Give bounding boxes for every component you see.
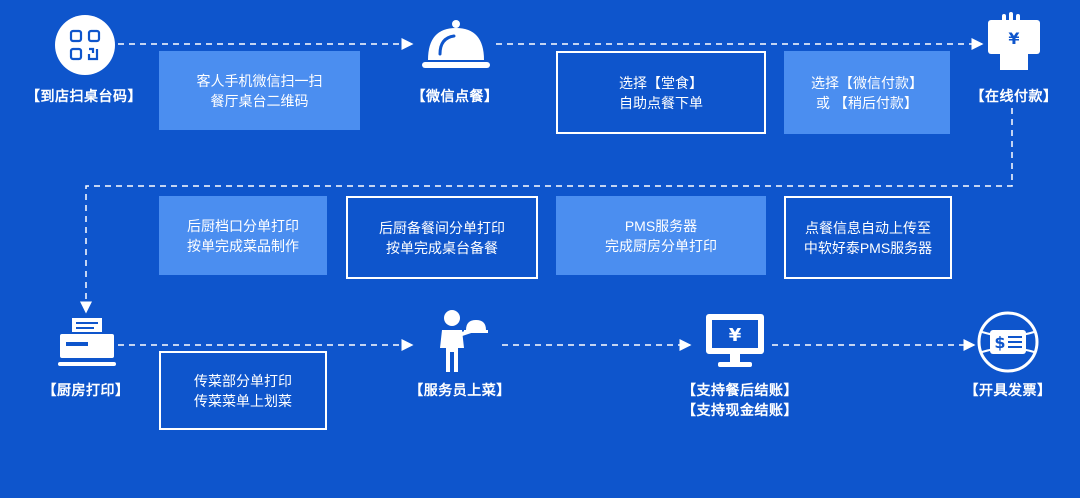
box-pass-print: 传菜部分单打印 传菜菜单上划菜 <box>159 351 327 430</box>
box-kitchen-prep: 后厨备餐间分单打印 按单完成桌台备餐 <box>346 196 538 279</box>
box-choose-dinein-line1: 选择【堂食】 <box>619 74 703 91</box>
box-pms-upload-line2: 中软好泰PMS服务器 <box>803 239 933 256</box>
box-scan-desc-line1: 客人手机微信扫一扫 <box>196 72 323 89</box>
node-label-serve: 【服务员上菜】 <box>409 382 511 398</box>
box-pms-print-line2: 完成厨房分单打印 <box>605 237 717 254</box>
box-pass-print-line1: 传菜部分单打印 <box>194 372 292 389</box>
box-kitchen-prep-line2: 按单完成桌台备餐 <box>386 239 498 256</box>
box-pms-upload-line1: 点餐信息自动上传至 <box>805 219 931 236</box>
box-choose-pay-line2: 或 【稍后付款】 <box>816 94 918 111</box>
box-kitchen-stall-line1: 后厨档口分单打印 <box>187 217 299 234</box>
cloche-icon <box>420 16 492 72</box>
monitor-yen-icon: ¥ <box>702 312 768 372</box>
qr-code-icon <box>54 14 116 76</box>
svg-text:¥: ¥ <box>1008 29 1019 48</box>
box-pms-print-line1: PMS服务器 <box>624 217 698 234</box>
arrow-pay-to-print <box>80 108 1013 314</box>
node-label-checkout-2: 【支持现金结账】 <box>682 402 798 418</box>
box-scan-desc: 客人手机微信扫一扫 餐厅桌台二维码 <box>159 51 360 130</box>
svg-text:¥: ¥ <box>729 325 742 346</box>
node-label-checkout-1: 【支持餐后结账】 <box>682 382 798 398</box>
svg-text:$: $ <box>994 333 1005 352</box>
printer-icon <box>56 314 118 370</box>
hand-card-icon: ¥ <box>984 12 1044 76</box>
box-scan-desc-line2: 餐厅桌台二维码 <box>210 92 309 109</box>
box-kitchen-stall: 后厨档口分单打印 按单完成菜品制作 <box>159 196 327 275</box>
box-choose-pay-line1: 选择【微信付款】 <box>811 74 923 91</box>
box-pms-print: PMS服务器 完成厨房分单打印 <box>556 196 766 275</box>
node-label-scan: 【到店扫桌台码】 <box>26 88 142 104</box>
box-choose-pay: 选择【微信付款】 或 【稍后付款】 <box>784 51 950 134</box>
invoice-globe-icon: $ <box>976 310 1040 374</box>
box-kitchen-stall-line2: 按单完成菜品制作 <box>187 237 299 254</box>
box-kitchen-prep-line1: 后厨备餐间分单打印 <box>379 219 505 236</box>
box-pms-upload: 点餐信息自动上传至 中软好泰PMS服务器 <box>784 196 952 279</box>
box-choose-dinein-line2: 自助点餐下单 <box>619 94 703 111</box>
box-choose-dinein: 选择【堂食】 自助点餐下单 <box>556 51 766 134</box>
node-label-invoice: 【开具发票】 <box>964 382 1052 398</box>
waiter-icon <box>432 308 488 374</box>
node-label-print: 【厨房打印】 <box>42 382 130 398</box>
node-label-order: 【微信点餐】 <box>411 88 499 104</box>
box-pass-print-line2: 传菜菜单上划菜 <box>194 392 292 409</box>
node-label-pay: 【在线付款】 <box>970 88 1058 104</box>
